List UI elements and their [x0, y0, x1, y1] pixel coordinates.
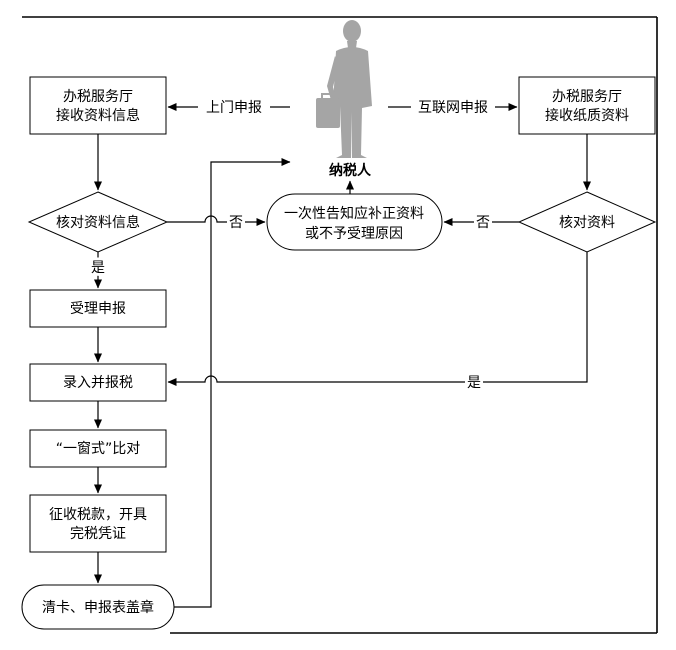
check-info-no-arrow: [167, 215, 266, 226]
internet-declaration-label-bg: [411, 96, 495, 116]
internet-declaration-label: 互联网申报: [418, 100, 488, 116]
check-materials-yes-label-bg: [465, 372, 483, 392]
one-time-notice-terminal: 一次性告知应补正资料 或不予受理原因: [266, 193, 443, 251]
check-materials-label: 核对资料: [559, 215, 615, 231]
door-declaration-label: 上门申报: [206, 100, 262, 116]
check-info-no-label: 否: [229, 215, 243, 231]
accept-declaration-label: 受理申报: [70, 301, 126, 317]
accept-declaration-box: 受理申报: [29, 289, 167, 328]
one-window-compare-box: “一窗式”比对: [29, 429, 167, 468]
hall-receive-info-box: 办税服务厅 接收资料信息: [29, 76, 167, 135]
check-info-label: 核对资料信息: [56, 214, 140, 231]
enter-and-report-box: 录入并报税: [29, 363, 167, 402]
door-declaration-label-bg: [198, 96, 270, 116]
collect-tax-box: 征收税款，开具 完税凭证: [29, 494, 167, 553]
one-time-notice-line1: 一次性告知应补正资料: [284, 205, 424, 222]
hall-receive-paper-line1: 办税服务厅: [552, 89, 622, 105]
one-time-notice-line2: 或不予受理原因: [305, 226, 403, 242]
check-materials-no-label-bg: [474, 212, 492, 232]
businessman-with-briefcase-icon: [316, 20, 372, 158]
hall-receive-info-line1: 办税服务厅: [63, 89, 133, 105]
hall-receive-paper-line2: 接收纸质资料: [545, 107, 629, 124]
hall-receive-paper-box: 办税服务厅 接收纸质资料: [518, 76, 656, 135]
clear-card-stamp-terminal: 清卡、申报表盖章: [21, 584, 175, 630]
one-window-compare-label: “一窗式”比对: [56, 440, 141, 457]
check-info-diamond: 核对资料信息: [27, 191, 169, 253]
clear-to-taxpayer-arrow: [174, 158, 291, 608]
check-materials-yes-label: 是: [467, 375, 481, 391]
check-materials-yes-arrow: [167, 252, 588, 386]
check-materials-diamond: 核对资料: [517, 191, 657, 253]
check-info-yes-label: 是: [91, 260, 105, 276]
collect-tax-line1: 征收税款，开具: [49, 507, 147, 523]
clear-card-stamp-label: 清卡、申报表盖章: [42, 599, 154, 616]
check-materials-no-label: 否: [476, 215, 490, 231]
taxpayer-label: 纳税人: [329, 162, 372, 179]
enter-and-report-label: 录入并报税: [63, 375, 133, 391]
check-info-no-label-bg: [227, 212, 245, 232]
collect-tax-line2: 完税凭证: [70, 526, 126, 542]
hall-receive-info-line2: 接收资料信息: [56, 107, 140, 124]
